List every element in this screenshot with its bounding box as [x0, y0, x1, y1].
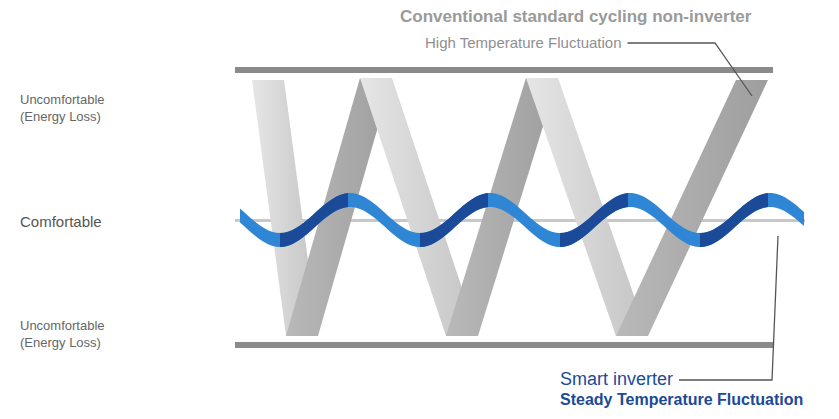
callout-label: Steady Temperature Fluctuation: [560, 390, 803, 411]
wave-shade: [700, 193, 768, 247]
zone-label: Uncomfortable (Energy Loss): [20, 318, 125, 352]
wave-shade: [420, 193, 488, 247]
wave-band: [240, 193, 804, 247]
callout-label: High Temperature Fluctuation: [425, 33, 622, 53]
leader-line: [679, 236, 778, 380]
heading-label: Conventional standard cycling non-invert…: [400, 6, 751, 28]
leader-line: [628, 43, 753, 96]
wave-shade: [560, 193, 628, 247]
zone-label: Uncomfortable (Energy Loss): [20, 92, 125, 126]
callout-label: Smart inverter: [560, 368, 673, 391]
zone-label: Comfortable: [20, 212, 102, 232]
lower-limit-bar: [235, 342, 773, 348]
upper-limit-bar: [235, 67, 773, 73]
wave-shade: [280, 193, 348, 247]
steady-wave-ribbon: [240, 193, 804, 247]
